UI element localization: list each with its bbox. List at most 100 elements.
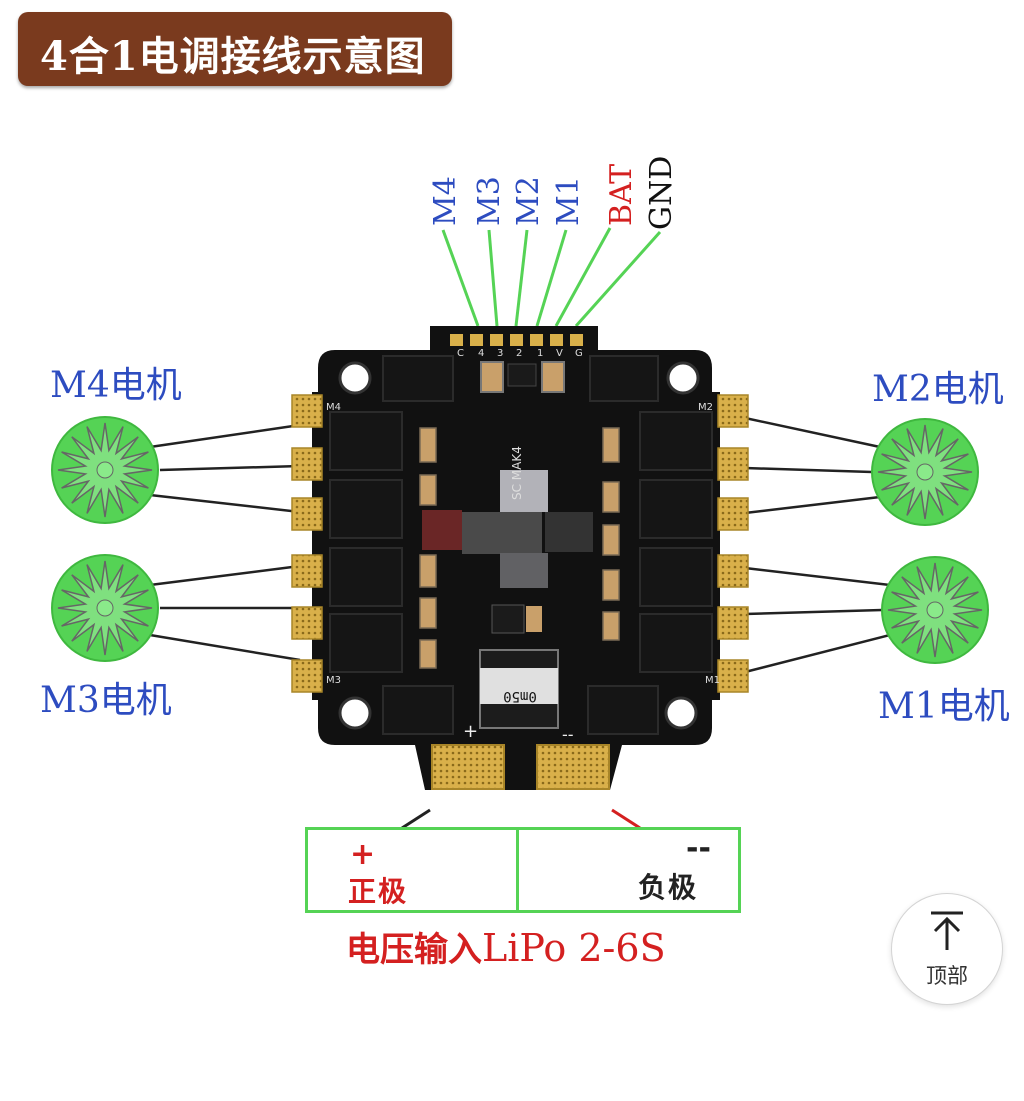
motor-pad — [291, 497, 323, 531]
voltage-input-box: + 正极 -- 负极 — [305, 827, 741, 913]
back-to-top-button[interactable]: 顶部 — [891, 893, 1003, 1005]
pad-label-m2: M2 — [698, 402, 713, 413]
mosfet — [589, 355, 659, 402]
motor-label-m3: M3电机 — [40, 680, 172, 721]
signal-wire-gnd — [574, 231, 662, 327]
motor-label-m4: M4电机 — [50, 365, 182, 406]
signal-pad — [450, 334, 463, 346]
voltage-box-divider — [516, 830, 519, 910]
mount-hole-tl — [338, 361, 372, 395]
wire-m1-b — [744, 608, 883, 616]
silk-pin-2: 2 — [516, 348, 522, 359]
motor-m1-icon — [881, 556, 989, 664]
wire-m3-a — [149, 564, 301, 587]
motor-pad — [717, 394, 749, 428]
capacitor — [419, 597, 437, 629]
mcu-area — [422, 470, 593, 588]
signal-pad — [510, 334, 523, 346]
mosfet — [329, 479, 403, 539]
mcu-blur — [462, 512, 542, 554]
capacitors — [419, 427, 620, 669]
negative-label: 负极 — [638, 871, 699, 904]
mosfet — [639, 479, 713, 539]
pad-label-m3: M3 — [326, 675, 341, 686]
motor-pads — [291, 394, 749, 693]
motor-m3-icon — [51, 554, 159, 662]
mount-hole-bl — [338, 696, 372, 730]
mcu-blur — [500, 470, 548, 512]
positive-label: 正极 — [348, 875, 409, 908]
signal-label-m4: M4 — [428, 176, 463, 226]
capacitor — [602, 524, 620, 556]
mounting-holes — [338, 361, 700, 730]
motor-pad — [291, 659, 323, 693]
wire-m2-c — [744, 495, 881, 515]
wire-m4-a — [149, 423, 301, 449]
motor-pad — [717, 497, 749, 531]
signal-wires — [441, 227, 662, 327]
mcu-blur — [422, 510, 462, 550]
motor-pad — [717, 554, 749, 588]
wire-m4-b — [159, 464, 301, 472]
mcu-blur — [545, 512, 593, 552]
top-chip — [507, 363, 537, 387]
pad-label-m1: M1 — [705, 675, 720, 686]
shunt-label: 0m50 — [503, 688, 537, 704]
power-lead-negative — [611, 808, 641, 830]
capacitor — [419, 427, 437, 463]
silk-minus: -- — [562, 725, 574, 744]
motor-wires — [149, 416, 891, 674]
signal-label-bat: BAT — [604, 164, 639, 226]
shunt-band — [480, 668, 558, 704]
silk-pin-4: 4 — [478, 348, 484, 359]
top-cap-left — [480, 361, 504, 393]
motor-pad — [717, 659, 749, 693]
signal-wire-m4 — [441, 229, 480, 327]
power-pad-positive — [431, 744, 505, 790]
positive-sign: + — [350, 837, 376, 872]
silk-pin-v: V — [556, 348, 563, 359]
silk-pin-c: C — [457, 348, 464, 359]
capacitor — [419, 554, 437, 588]
motor-label-m1: M1电机 — [878, 686, 1010, 727]
signal-label-m1: M1 — [551, 176, 586, 226]
pad-silk-labels: M4 M3 M2 M1 — [326, 402, 720, 686]
power-pad-negative — [536, 744, 610, 790]
signal-label-m3: M3 — [472, 176, 507, 226]
signal-pad — [570, 334, 583, 346]
mosfet — [639, 547, 713, 607]
silk-pin-labels: C 4 3 2 1 V G — [457, 348, 583, 359]
power-lead-positive — [401, 808, 431, 830]
lower-cap — [526, 606, 542, 632]
capacitor — [419, 474, 437, 506]
silk-plus: + — [463, 721, 478, 742]
mosfet — [329, 547, 403, 607]
silk-model: SC MAK4 — [510, 446, 524, 500]
wire-m1-a — [744, 566, 891, 587]
signal-pad — [470, 334, 483, 346]
mosfet — [639, 411, 713, 471]
mosfet — [639, 613, 713, 673]
motor-pad — [291, 554, 323, 588]
mcu-blur — [500, 553, 548, 588]
motor-pad — [291, 606, 323, 640]
silk-pin-1: 1 — [537, 348, 543, 359]
mosfet — [329, 411, 403, 471]
motor-pad — [291, 394, 323, 428]
motor-label-m2: M2电机 — [872, 369, 1004, 410]
mosfet — [587, 685, 659, 735]
silk-pin-g: G — [575, 348, 583, 359]
signal-wire-bat — [554, 227, 612, 327]
motor-m2-icon — [871, 418, 979, 526]
wire-m3-c — [149, 633, 301, 662]
signal-wire-m3 — [487, 229, 499, 327]
capacitor — [419, 639, 437, 669]
mount-hole-br — [664, 696, 698, 730]
wire-m2-b — [744, 466, 873, 474]
esc-board: C 4 3 2 1 V G — [291, 326, 749, 790]
motor-pad — [717, 606, 749, 640]
page-title: 4合1电调接线示意图 — [40, 33, 426, 80]
silk-pin-3: 3 — [497, 348, 503, 359]
signal-wire-m1 — [535, 229, 568, 327]
